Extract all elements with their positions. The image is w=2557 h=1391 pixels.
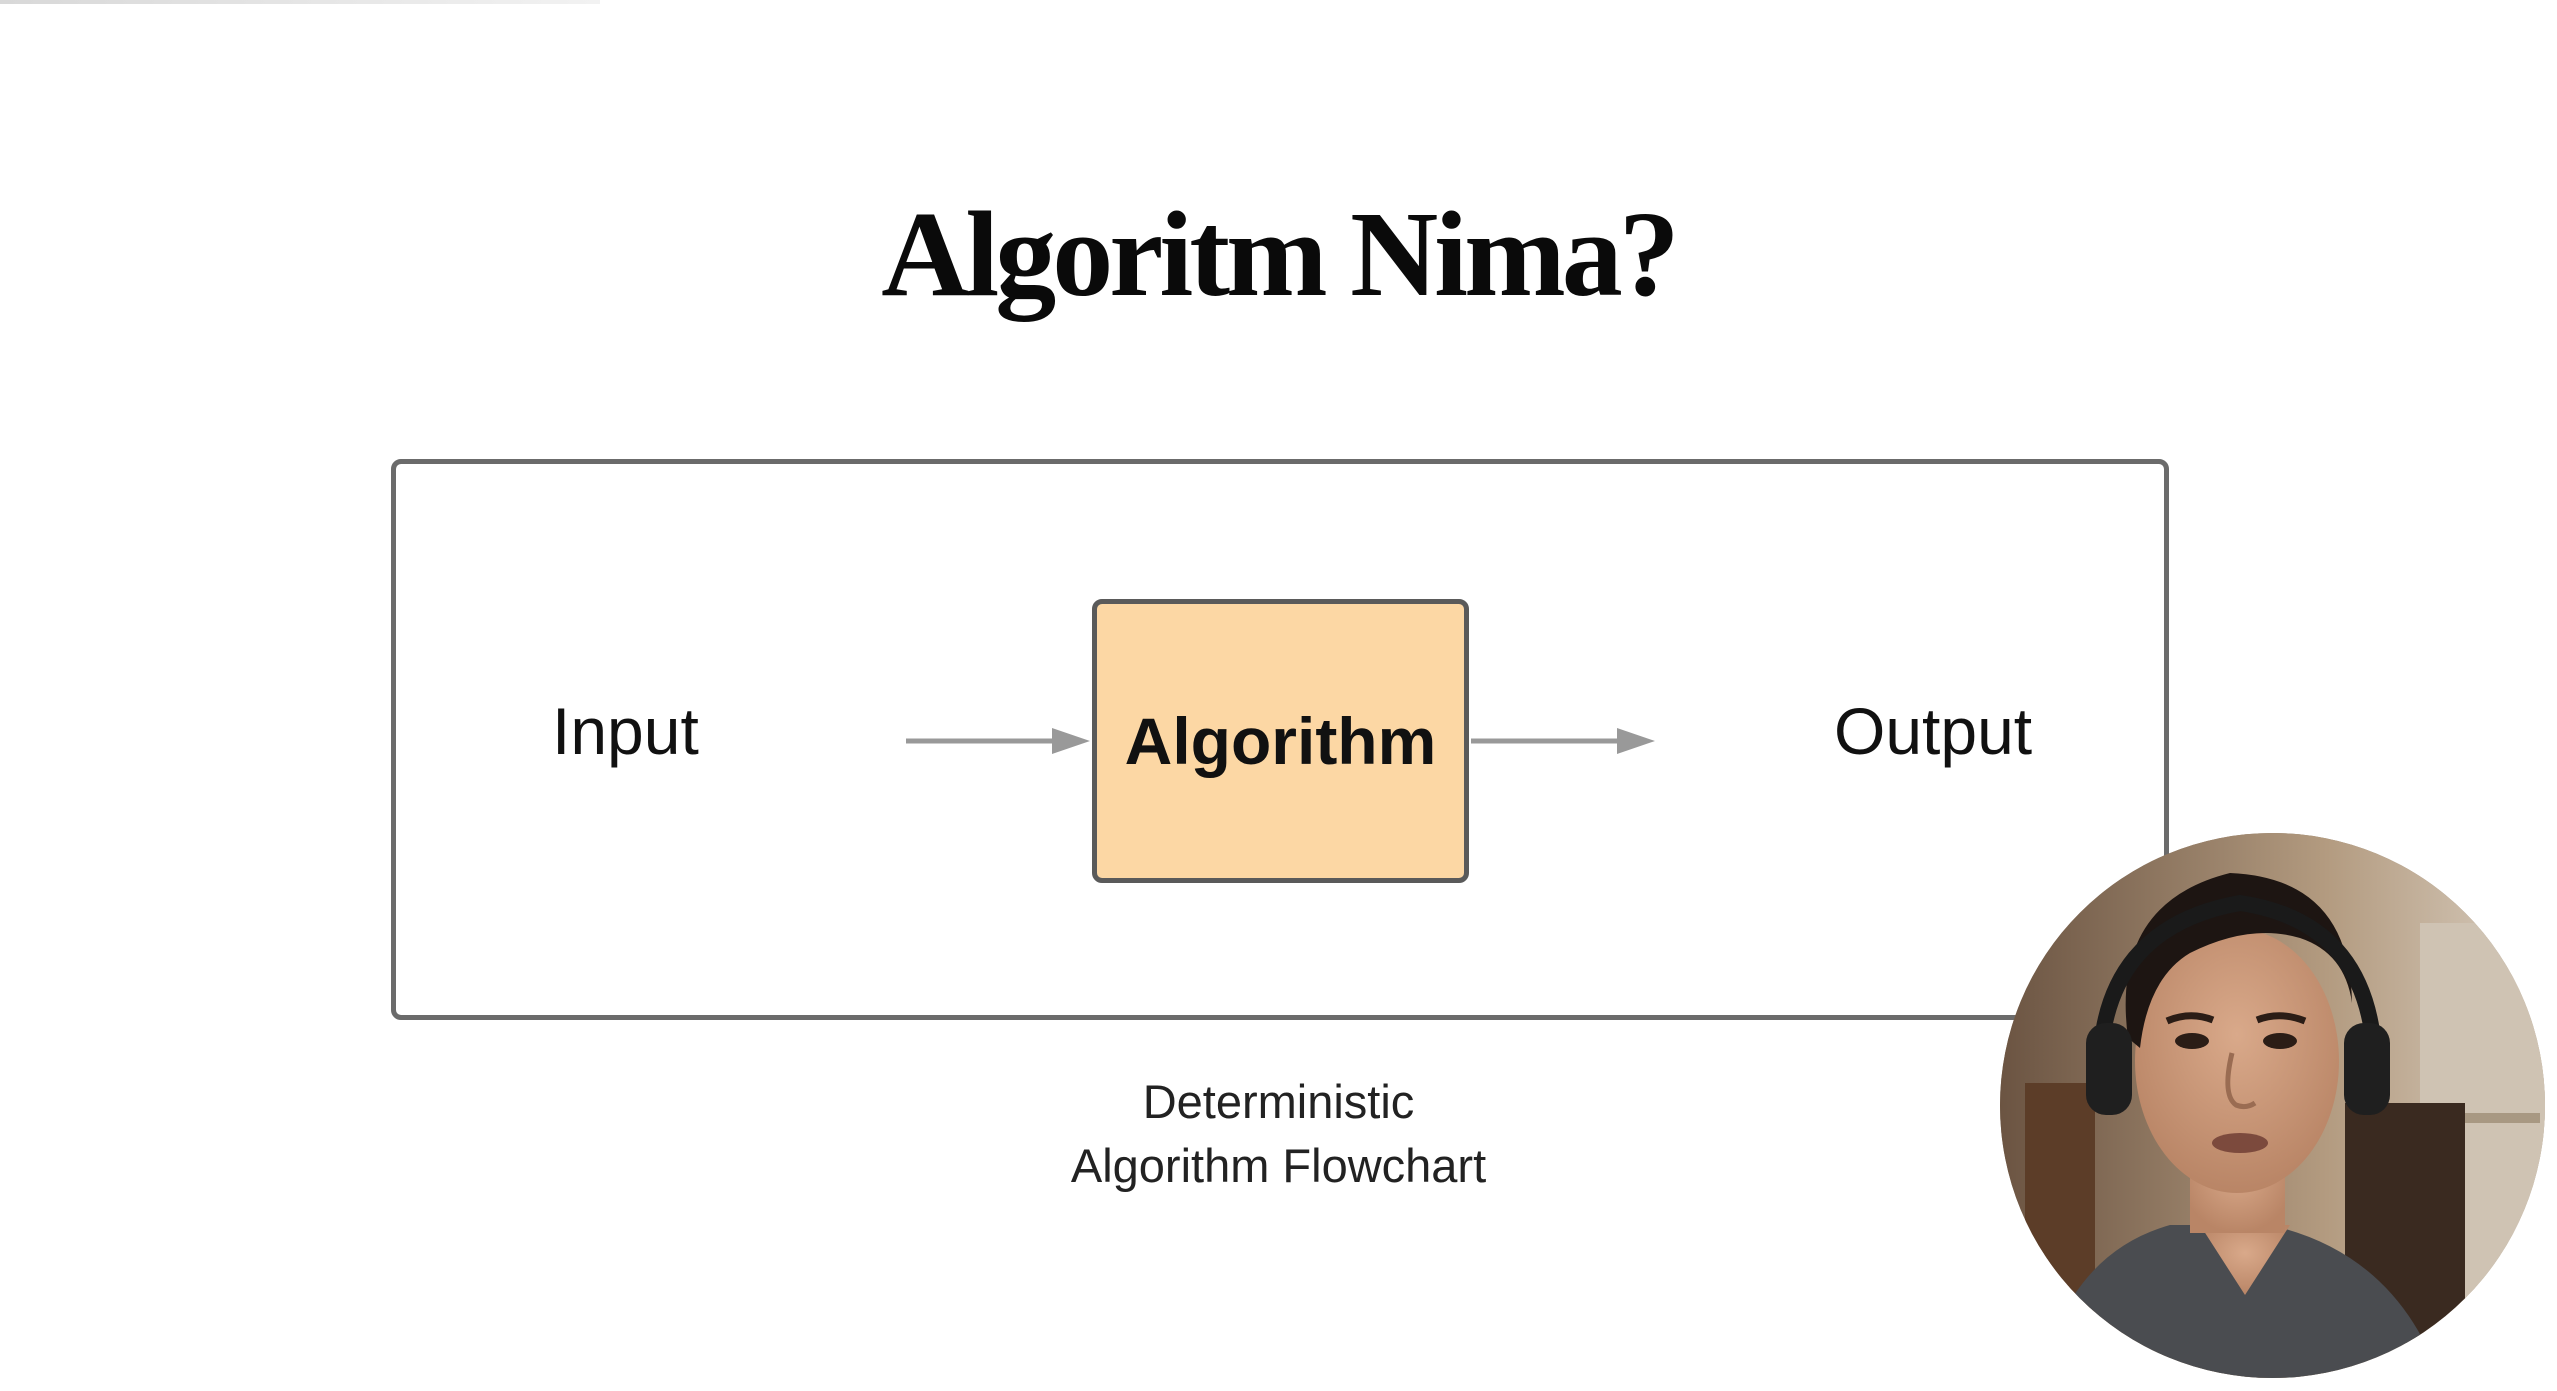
output-label: Output — [1834, 694, 2033, 768]
slide-title: Algoritm Nima? — [881, 186, 1679, 322]
presenter-video-frame — [2000, 833, 2545, 1378]
presenter-webcam — [2000, 833, 2545, 1378]
caption-line-2: Algorithm Flowchart — [1070, 1139, 1487, 1192]
output-arrow — [1471, 728, 1655, 754]
diagram-caption: Deterministic Algorithm Flowchart — [0, 1070, 2557, 1198]
top-edge-strip — [0, 0, 600, 4]
caption-line-1: Deterministic — [1142, 1075, 1415, 1128]
input-label: Input — [552, 694, 699, 768]
input-arrow — [906, 728, 1090, 754]
algorithm-label: Algorithm — [1124, 704, 1437, 778]
algorithm-box: Algorithm — [1092, 599, 1469, 883]
